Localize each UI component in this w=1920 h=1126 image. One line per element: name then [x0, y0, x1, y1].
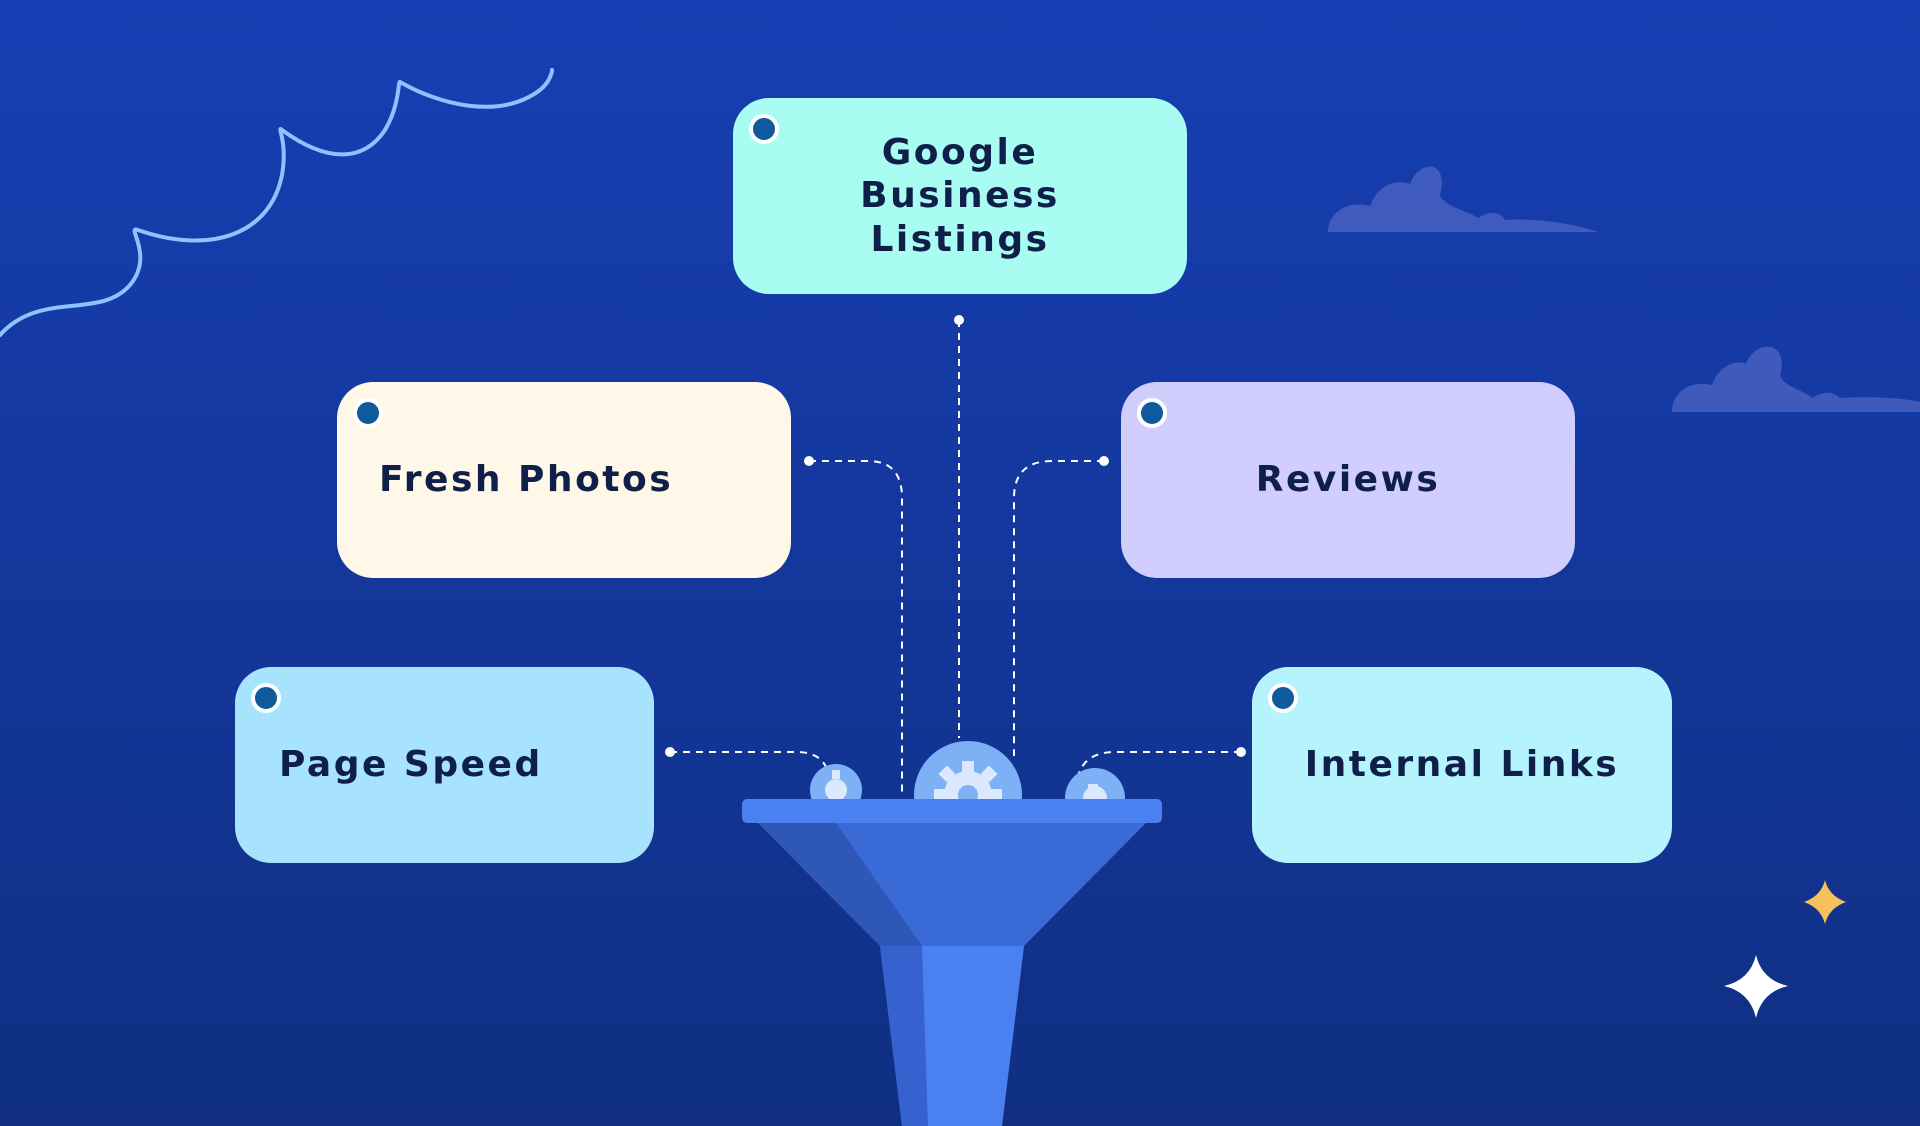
card-reviews: Reviews	[1121, 382, 1575, 578]
cloud-icon	[1672, 346, 1920, 412]
card-label: Fresh Photos	[379, 459, 674, 501]
card-internal-links: Internal Links	[1252, 667, 1672, 863]
card-label: Internal Links	[1304, 744, 1620, 786]
pin-dot	[1268, 683, 1298, 713]
pin-dot	[1137, 398, 1167, 428]
cloud-icon	[1328, 166, 1598, 232]
card-label: Page Speed	[279, 744, 543, 786]
card-google-business-listings: Google Business Listings	[733, 98, 1187, 294]
card-fresh-photos: Fresh Photos	[337, 382, 791, 578]
card-label: Google Business Listings	[860, 132, 1060, 260]
funnel	[742, 799, 1162, 1126]
pin-dot	[353, 398, 383, 428]
connector-dots	[665, 315, 1246, 757]
sparkle-icon	[1724, 955, 1788, 1018]
card-page-speed: Page Speed	[235, 667, 654, 863]
pin-dot	[251, 683, 281, 713]
sparkle-icon	[1804, 880, 1846, 924]
squiggle-decoration	[0, 68, 554, 337]
card-label: Reviews	[1255, 459, 1441, 501]
pin-dot	[749, 114, 779, 144]
